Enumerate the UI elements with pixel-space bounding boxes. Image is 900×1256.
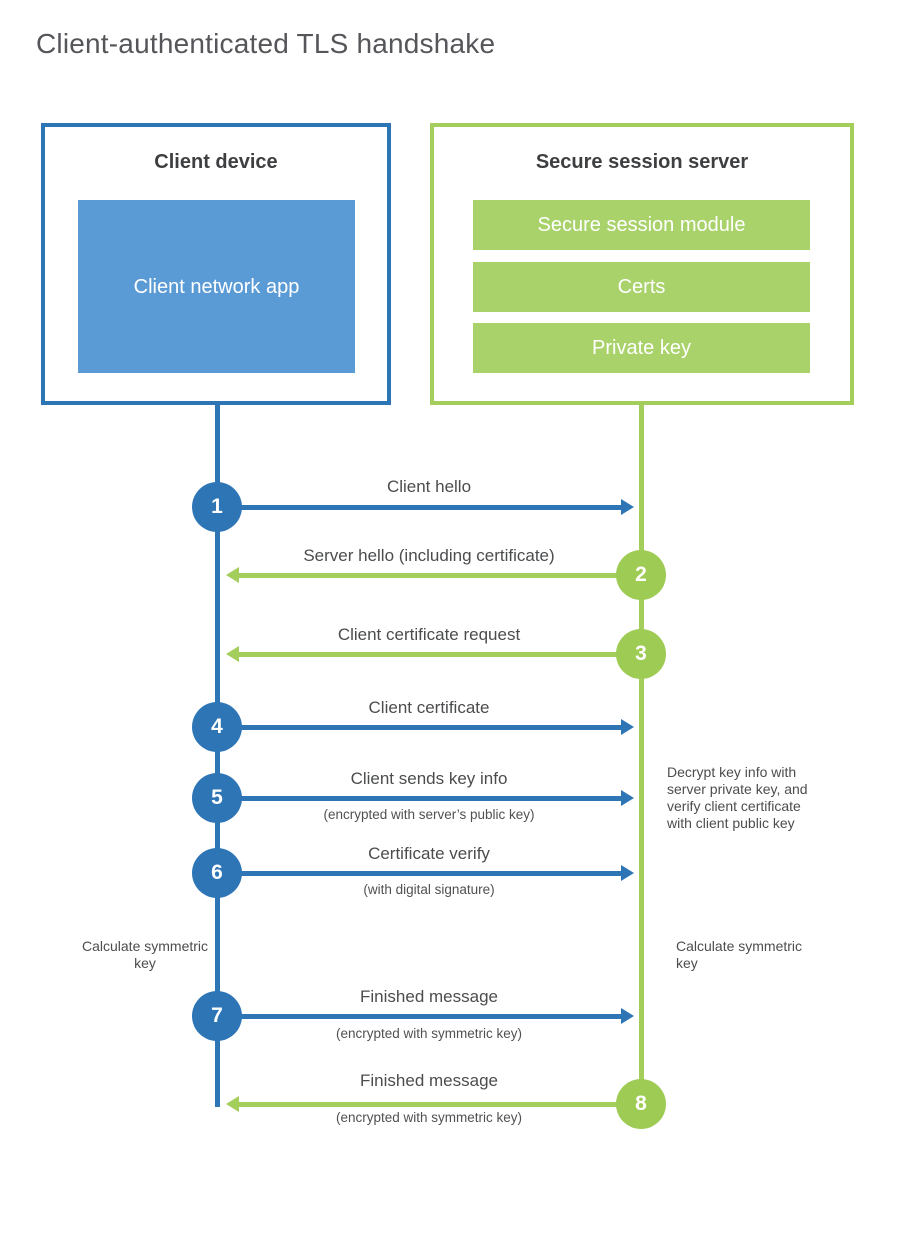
step-8-sublabel: (encrypted with symmetric key) bbox=[335, 1110, 523, 1125]
step-8-badge: 8 bbox=[616, 1079, 666, 1129]
client-network-app-label: Client network app bbox=[133, 275, 300, 298]
page-title: Client-authenticated TLS handshake bbox=[36, 28, 496, 59]
step-6-arrow-right-icon bbox=[217, 864, 634, 881]
step-5-sublabel: (encrypted with server’s public key) bbox=[323, 807, 535, 822]
step-4-label: Client certificate bbox=[368, 698, 490, 717]
step-2-arrow-left-icon bbox=[226, 566, 641, 583]
client-network-app-box: Client network app bbox=[78, 200, 355, 373]
step-1-label: Client hello bbox=[386, 477, 472, 496]
step-7-arrow-right-icon bbox=[217, 1007, 634, 1024]
step-1-arrow-right-icon bbox=[217, 498, 634, 515]
step-7-label: Finished message bbox=[360, 987, 498, 1006]
step-8-arrow-left-icon bbox=[226, 1095, 641, 1112]
server-decrypt-note: Decrypt key info with server private key… bbox=[667, 764, 808, 831]
step-6-sublabel: (with digital signature) bbox=[363, 882, 495, 897]
client-device-title: Client device bbox=[154, 151, 278, 173]
step-5-badge: 5 bbox=[192, 773, 242, 823]
step-7-badge: 7 bbox=[192, 991, 242, 1041]
client-calculate-symmetric-key-note: Calculate symmetric key bbox=[81, 938, 209, 971]
server-lifeline bbox=[639, 405, 644, 1105]
client-lifeline bbox=[215, 405, 220, 1107]
step-5-label: Client sends key info bbox=[350, 769, 508, 788]
secure-session-server-box: Secure session server Secure session mod… bbox=[430, 123, 854, 405]
step-4-badge: 4 bbox=[192, 702, 242, 752]
server-module-secure-session: Secure session module bbox=[473, 200, 810, 250]
step-7-sublabel: (encrypted with symmetric key) bbox=[335, 1026, 523, 1041]
step-3-label: Client certificate request bbox=[337, 625, 521, 644]
client-device-box: Client device Client network app bbox=[41, 123, 391, 405]
server-calculate-symmetric-key-note: Calculate symmetric key bbox=[676, 938, 803, 971]
step-8-label: Finished message bbox=[360, 1071, 498, 1090]
step-4-arrow-right-icon bbox=[217, 718, 634, 735]
server-module-private-key: Private key bbox=[473, 323, 810, 373]
step-6-badge: 6 bbox=[192, 848, 242, 898]
step-5-arrow-right-icon bbox=[217, 789, 634, 806]
step-2-badge: 2 bbox=[616, 550, 666, 600]
server-module-certs: Certs bbox=[473, 262, 810, 312]
step-2-label: Server hello (including certificate) bbox=[303, 546, 555, 565]
secure-session-server-title: Secure session server bbox=[535, 151, 749, 173]
step-1-badge: 1 bbox=[192, 482, 242, 532]
step-6-label: Certificate verify bbox=[368, 844, 490, 863]
step-3-arrow-left-icon bbox=[226, 645, 641, 662]
step-3-badge: 3 bbox=[616, 629, 666, 679]
